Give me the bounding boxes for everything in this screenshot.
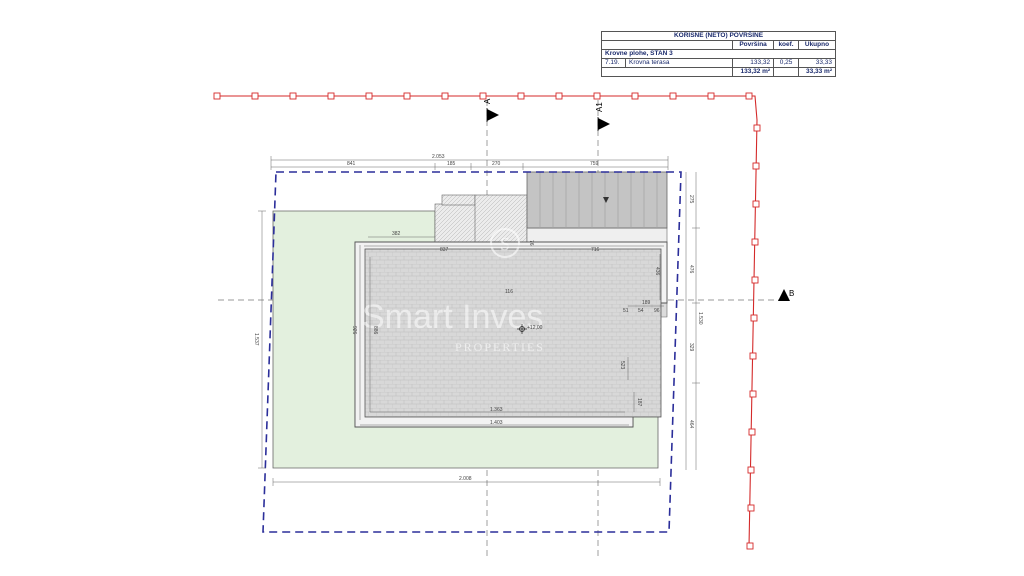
dimension-lines	[258, 156, 700, 486]
dim-189: 189	[642, 300, 651, 306]
svg-text:S: S	[500, 234, 510, 254]
table-section: Krovne plohe, STAN 3	[601, 49, 836, 59]
roof-area	[526, 171, 668, 229]
row-name: Krovna terasa	[625, 58, 734, 68]
hatched-zone	[434, 203, 478, 243]
sum-area: 133,32 m²	[732, 67, 775, 77]
plot-boundary	[213, 92, 761, 550]
sum-total: 33,33 m²	[797, 67, 837, 77]
dim-top-2: 185	[447, 161, 456, 167]
dim-top-3: 270	[492, 161, 501, 167]
row-area: 133,32	[732, 58, 775, 68]
building-outline	[262, 171, 682, 533]
section-label-a1: A1	[595, 102, 604, 112]
dim-275: 275	[688, 195, 694, 204]
section-marker-a1: A1	[595, 102, 610, 131]
dim-2008: 2.008	[459, 476, 472, 482]
dim-1403: 1.403	[490, 420, 503, 426]
terrace-floor	[364, 248, 662, 418]
dim-436: 436	[654, 267, 660, 276]
dim-top-4: 759	[590, 161, 599, 167]
watermark: S Smart Inves PROPERTIES	[362, 228, 545, 354]
elevation-marker: +12,00	[517, 324, 543, 334]
col-povrsina: Površina	[732, 40, 775, 50]
dim-476: 476	[688, 265, 694, 274]
table-row: 7.19. Krovna terasa 133,32 0,25 33,33	[600, 58, 837, 68]
hatched-zone	[441, 194, 476, 206]
dim-837: 837	[440, 247, 449, 253]
row-coef: 0,25	[773, 58, 799, 68]
roof-stripes	[539, 172, 658, 228]
elevation-label: +12,00	[527, 325, 543, 331]
dim-1537: 1.537	[253, 333, 259, 346]
dim-464: 464	[688, 420, 694, 429]
row-total: 33,33	[797, 58, 837, 68]
dim-382: 382	[392, 231, 401, 237]
inner-wall-zone	[526, 227, 668, 243]
section-label-b: B	[789, 289, 794, 298]
dim-523: 523	[619, 361, 625, 370]
dim-top-1: 841	[347, 161, 356, 167]
watermark-line2: PROPERTIES	[455, 340, 545, 354]
dim-54: 54	[638, 308, 644, 314]
section-marker-a: A	[483, 98, 499, 122]
row-num: 7.19.	[600, 58, 627, 68]
area-table: KORISNE (NETO) POVRŠINE Površina koef. U…	[600, 31, 837, 77]
section-marker-b: B	[778, 289, 794, 301]
col-ukupno: Ukupno	[797, 40, 837, 50]
watermark-line1: Smart Inves	[362, 298, 543, 336]
roof-slope-arrow	[603, 197, 609, 203]
dim-187: 187	[636, 398, 642, 407]
col-koef: koef.	[773, 40, 799, 50]
section-label-a: A	[483, 98, 492, 104]
dim-top-total: 2.053	[432, 154, 445, 160]
dim-329: 329	[688, 343, 694, 352]
table-title: KORISNE (NETO) POVRŠINE	[601, 31, 836, 41]
dim-76: 76	[528, 240, 534, 246]
dim-51: 51	[623, 308, 629, 314]
dim-926: 926	[351, 326, 357, 335]
dim-716: 716	[591, 247, 600, 253]
dim-96: 96	[654, 308, 660, 314]
room-label: 116	[505, 289, 513, 295]
dim-1363: 1.363	[490, 407, 503, 413]
dim-886: 886	[372, 326, 378, 335]
hatched-zone	[474, 194, 528, 243]
dim-1530: 1.530	[697, 312, 703, 325]
table-sum-row: 133,32 m² 33,33 m²	[600, 67, 837, 77]
